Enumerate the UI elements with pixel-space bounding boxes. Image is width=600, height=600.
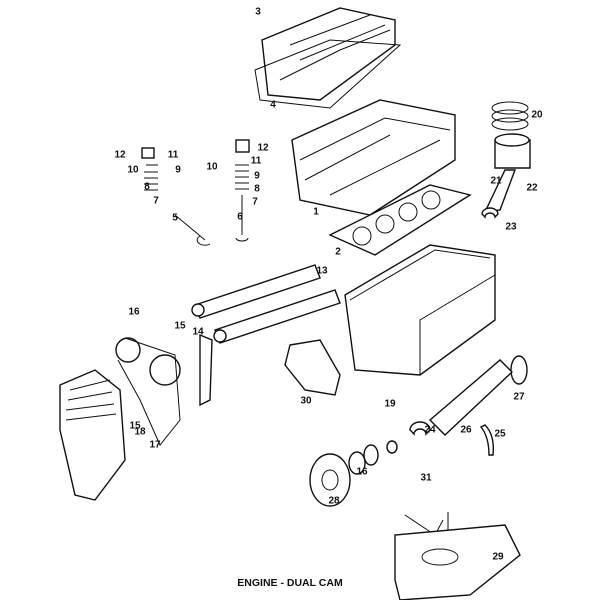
main-bearings[interactable] [409,421,431,436]
timing-belt[interactable] [117,337,181,446]
callout-26[interactable]: 26 [460,424,472,436]
oil-pump[interactable] [284,339,341,396]
callout-29[interactable]: 29 [492,551,504,563]
timing-cover[interactable] [59,369,126,501]
callout-2[interactable]: 2 [335,246,341,258]
crankshaft[interactable] [428,359,514,436]
cam-seal[interactable] [191,303,205,317]
callout-20[interactable]: 20 [531,109,543,121]
callout-28[interactable]: 28 [328,495,340,507]
rod-bearing[interactable] [481,207,499,219]
callout-10[interactable]: 10 [206,161,218,173]
crank-pulley[interactable] [309,453,351,507]
cylinder-head[interactable] [291,99,456,216]
callout-7[interactable]: 7 [252,196,258,208]
callout-31[interactable]: 31 [420,472,432,484]
head-gasket[interactable] [328,184,472,256]
callout-11[interactable]: 11 [167,149,179,161]
callout-22[interactable]: 22 [526,182,538,194]
callout-9[interactable]: 9 [175,164,181,176]
connecting-rod[interactable] [483,169,517,213]
callout-21[interactable]: 21 [490,175,502,187]
callout-14[interactable]: 14 [192,326,204,338]
valve-exhaust-assembly[interactable] [235,139,250,242]
callout-15[interactable]: 15 [174,320,186,332]
callout-12[interactable]: 12 [114,149,126,161]
valve-intake-assembly[interactable] [141,147,211,246]
callout-15[interactable]: 15 [129,420,141,432]
callout-19[interactable]: 19 [384,398,396,410]
diagram-caption: ENGINE - DUAL CAM [237,577,343,589]
callout-12[interactable]: 12 [257,142,269,154]
piston-rings[interactable] [491,101,529,131]
callout-18[interactable]: 18 [134,426,146,438]
callout-6[interactable]: 6 [237,211,243,223]
timing-pulley[interactable] [115,337,141,363]
callout-25[interactable]: 25 [494,428,506,440]
oil-pan[interactable] [394,524,521,600]
callout-11[interactable]: 11 [250,155,262,167]
rear-seal[interactable] [510,355,528,385]
tensioner-bracket[interactable] [199,333,213,407]
engine-block[interactable] [344,244,496,376]
callout-4[interactable]: 4 [270,99,276,111]
callout-3[interactable]: 3 [255,6,261,18]
callout-27[interactable]: 27 [513,391,525,403]
thrust-washer[interactable] [479,424,495,456]
callout-8[interactable]: 8 [144,181,150,193]
callout-10[interactable]: 10 [127,164,139,176]
callout-16[interactable]: 16 [128,306,140,318]
callout-1[interactable]: 1 [313,206,319,218]
piston[interactable] [494,133,531,169]
callout-17[interactable]: 17 [149,439,161,451]
callout-30[interactable]: 30 [300,395,312,407]
callout-16[interactable]: 16 [356,466,368,478]
callout-23[interactable]: 23 [505,221,517,233]
callout-9[interactable]: 9 [254,170,260,182]
cover-gasket[interactable] [254,39,402,109]
callout-24[interactable]: 24 [424,424,436,436]
callout-8[interactable]: 8 [254,183,260,195]
callout-13[interactable]: 13 [316,265,328,277]
callout-7[interactable]: 7 [153,195,159,207]
callout-5[interactable]: 5 [172,212,178,224]
cylinder-head-cover[interactable] [261,7,396,101]
